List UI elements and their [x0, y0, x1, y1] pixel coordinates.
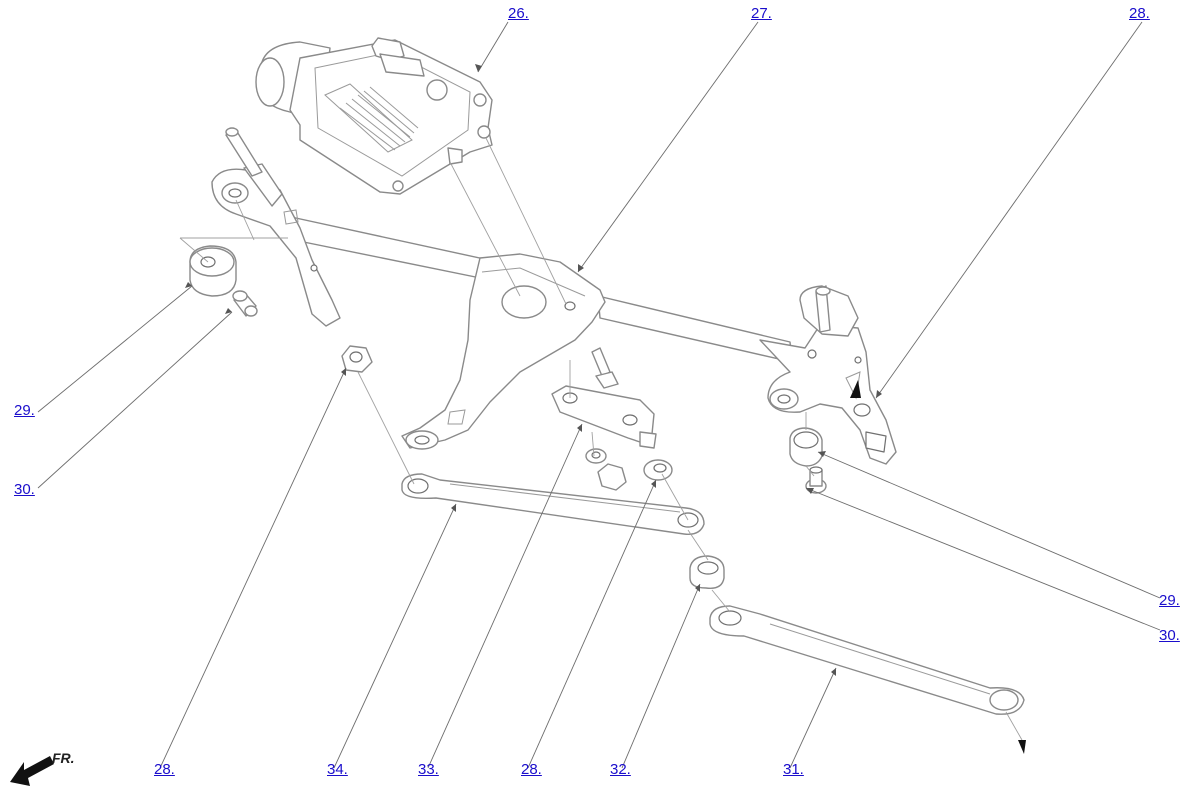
washer-center [643, 459, 673, 481]
callout-27[interactable]: 27. [751, 5, 772, 22]
bushing-right [789, 427, 823, 467]
callout-29-left[interactable]: 29. [14, 402, 35, 419]
callout-34[interactable]: 34. [327, 761, 348, 778]
link-plate [551, 385, 657, 449]
wiper-motor [255, 37, 493, 195]
nut-left [341, 345, 373, 373]
assembly-axis-lines [179, 137, 1026, 754]
callout-33[interactable]: 33. [418, 761, 439, 778]
front-arrow-icon [10, 756, 54, 786]
callout-29-right[interactable]: 29. [1159, 592, 1180, 609]
callout-30-right[interactable]: 30. [1159, 627, 1180, 644]
nut-hex [597, 463, 627, 491]
wiper-link-frame [211, 127, 897, 465]
bolt-center [591, 347, 619, 389]
front-direction-label: FR. [52, 750, 75, 766]
callout-30-left[interactable]: 30. [14, 481, 35, 498]
leader-lines [37, 21, 1161, 769]
link-rod-long [709, 605, 1025, 715]
callout-32[interactable]: 32. [610, 761, 631, 778]
bushing-left [189, 245, 237, 297]
link-rod-short [401, 473, 705, 535]
callout-31[interactable]: 31. [783, 761, 804, 778]
callout-28-bottom-center[interactable]: 28. [521, 761, 542, 778]
callout-28-bottom-left[interactable]: 28. [154, 761, 175, 778]
callout-26[interactable]: 26. [508, 5, 529, 22]
callout-28-top-right[interactable]: 28. [1129, 5, 1150, 22]
collar-left [232, 290, 258, 317]
nut-small [585, 448, 607, 464]
bushing-32 [689, 555, 725, 589]
